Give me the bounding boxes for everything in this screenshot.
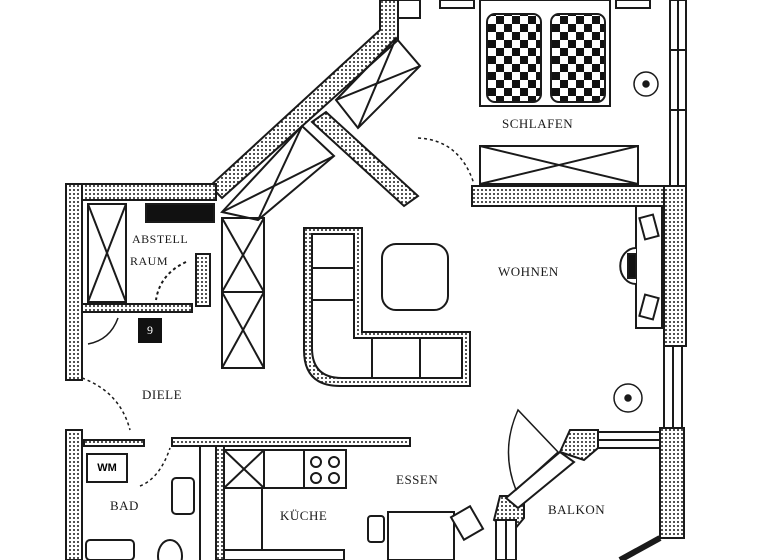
window-schlafen <box>669 0 687 187</box>
window-wohnen <box>663 345 683 429</box>
tv-unit <box>619 205 663 329</box>
coffee-table <box>381 243 449 311</box>
room-label-abstellraum-2: raum <box>130 254 169 268</box>
room-label-kueche: Küche <box>280 508 328 523</box>
room-label-bad: Bad <box>110 498 139 513</box>
wardrobe-diagonal <box>220 36 422 222</box>
plant-icon <box>633 71 659 97</box>
sofa <box>303 227 471 387</box>
room-label-balkon: Balkon <box>548 502 606 517</box>
entry-door <box>81 377 131 431</box>
room-label-essen: Essen <box>396 472 439 487</box>
room-label-abstellraum-1: Abstell <box>132 232 189 246</box>
plant-icon <box>613 383 643 413</box>
bathroom-fixtures <box>85 446 201 560</box>
dining-table <box>367 504 485 560</box>
room-label-schlafen: Schlafen <box>502 116 574 131</box>
wardrobe-diele <box>221 217 265 369</box>
balkon-glazing <box>495 431 662 560</box>
door-balkon <box>507 408 560 492</box>
abstellraum <box>81 203 215 345</box>
room-label-wohnen: Wohnen <box>498 264 559 279</box>
washing-machine-label: WM <box>86 453 128 483</box>
kitchen-counter <box>223 449 347 560</box>
interior-walls <box>83 437 411 560</box>
room-label-diele: Diele <box>142 387 183 402</box>
walls <box>65 0 687 560</box>
wardrobe-schlafen <box>479 145 639 185</box>
door-schlafen <box>417 137 475 185</box>
double-bed <box>397 0 651 107</box>
meter-box-badge: 9 <box>138 318 162 343</box>
